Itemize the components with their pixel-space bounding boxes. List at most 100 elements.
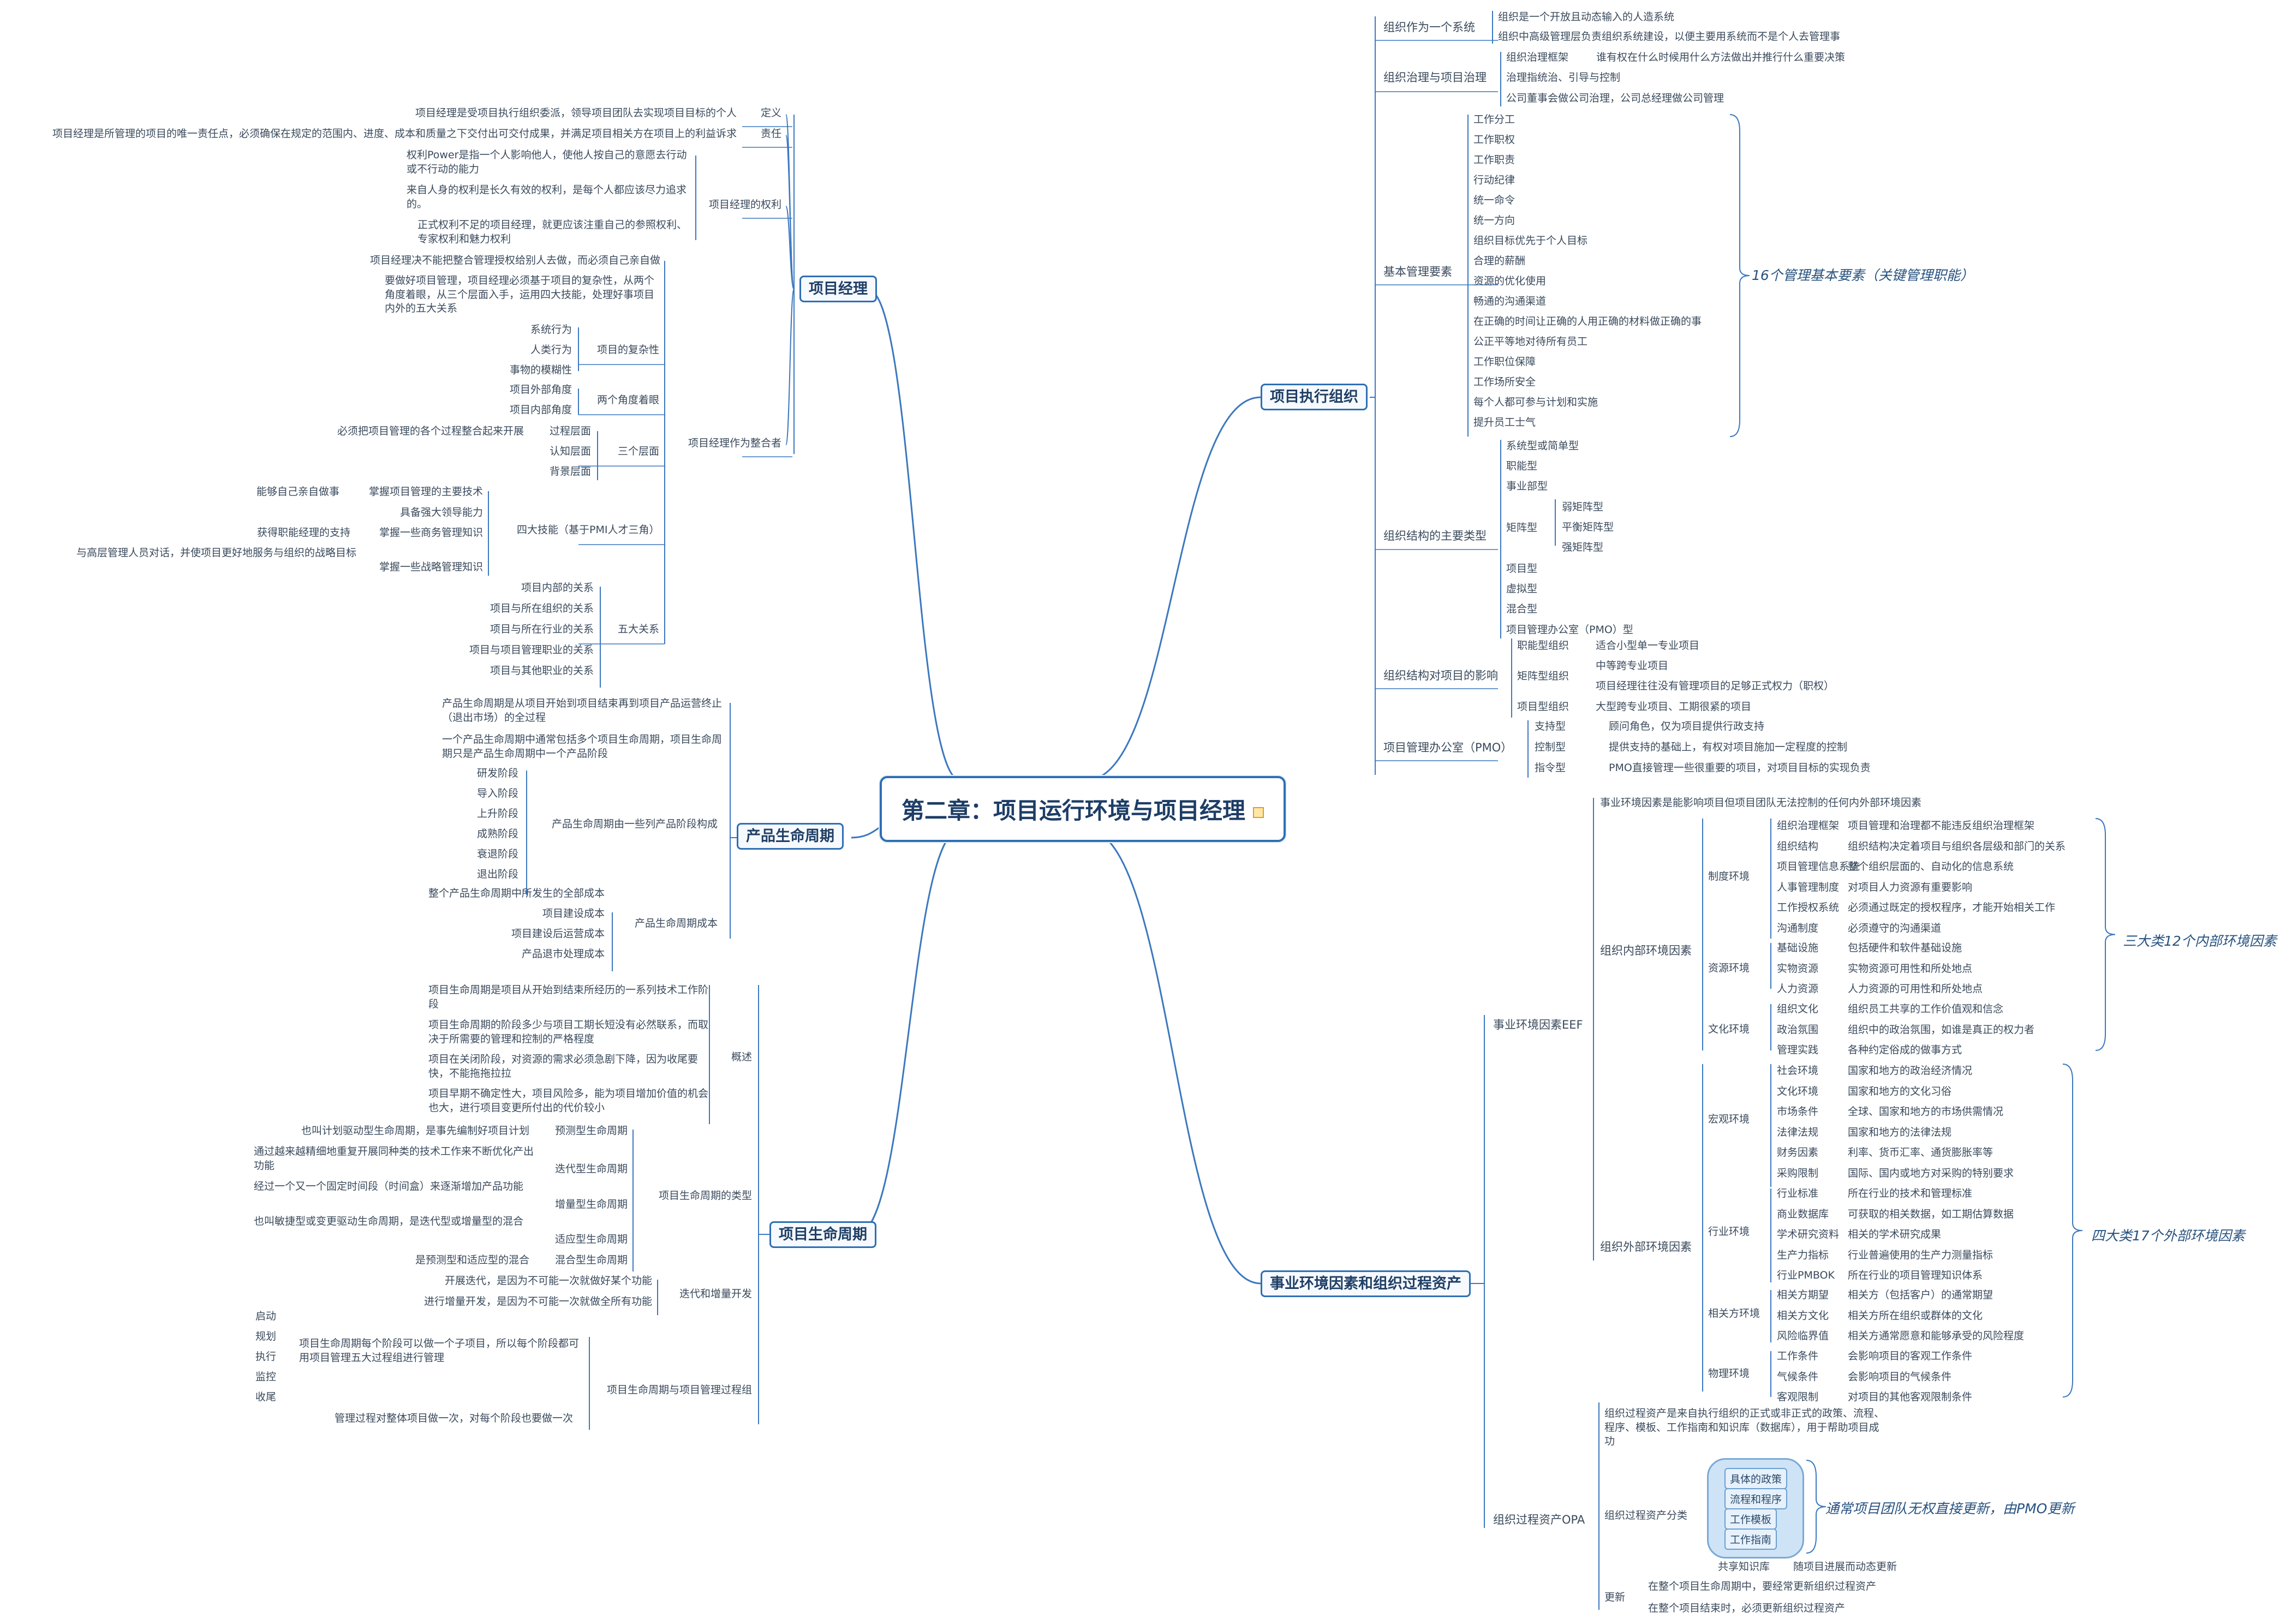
eef-internal[interactable]: 组织内部环境因素 xyxy=(1600,944,1692,957)
pmo-controlling-detail: 提供支持的基础上，有权对项目施加一定程度的控制 xyxy=(1609,741,1848,753)
org-basic-elements[interactable]: 基本管理要素 xyxy=(1383,265,1452,278)
org-system[interactable]: 组织作为一个系统 xyxy=(1383,21,1475,34)
eef-external[interactable]: 组织外部环境因素 xyxy=(1600,1240,1692,1253)
factor-detail: 国际、国内或地方对采购的特别要求 xyxy=(1848,1167,2014,1179)
plc-stage-item: 成熟阶段 xyxy=(477,828,519,840)
basic-element-item: 提升员工士气 xyxy=(1473,416,1536,428)
factor-detail: 实物资源可用性和所处地点 xyxy=(1848,962,1973,975)
opa-category-item: 流程和程序 xyxy=(1724,1488,1788,1509)
prlc-type: 预测型生命周期 xyxy=(555,1125,628,1137)
basic-element-item: 统一命令 xyxy=(1473,194,1515,206)
factor-detail: 对项目人力资源有重要影响 xyxy=(1848,881,1973,893)
org-pmo[interactable]: 项目管理办公室（PMO） xyxy=(1383,741,1513,754)
prlc-overview: 概述 xyxy=(731,1051,753,1063)
factor-label: 生产力指标 xyxy=(1777,1249,1829,1261)
branch-executing-organization[interactable]: 项目执行组织 xyxy=(1261,384,1368,410)
relation-item: 项目与项目管理职业的关系 xyxy=(469,644,594,656)
pm-power[interactable]: 项目经理的权利 xyxy=(709,199,782,211)
opa-category-item: 工作模板 xyxy=(1724,1508,1777,1530)
plc-definition: 一个产品生命周期中通常包括多个项目生命周期，项目生命周期只是产品生命周期中一个产… xyxy=(442,733,723,760)
factor-detail: 相关方通常愿意和能够承受的风险程度 xyxy=(1848,1330,2025,1342)
pm-skill-detail: 能够自己亲自做事 xyxy=(256,486,340,498)
opa-update-item: 在整个项目结束时，必须更新组织过程资产 xyxy=(1648,1602,1846,1614)
opa-definition: 组织过程资产是来自执行组织的正式或非正式的政策、流程、程序、模板、工作指南和知识… xyxy=(1604,1407,1885,1448)
note-12-internal-factors: 三大类12个内部环境因素 xyxy=(2123,933,2277,949)
factor-detail: 利率、货币汇率、通货膨胀率等 xyxy=(1848,1147,1993,1159)
factor-label: 相关方期望 xyxy=(1777,1289,1829,1301)
prlc-type-detail: 也叫计划驱动型生命周期，是事先编制好项目计划 xyxy=(301,1125,530,1137)
matrix-type-item: 强矩阵型 xyxy=(1562,541,1604,553)
plc-cost-item: 项目建设成本 xyxy=(542,907,605,920)
prlc-overview-item: 项目生命周期的阶段多少与项目工期长短没有必然联系，而取决于所需要的管理和控制的严… xyxy=(428,1019,709,1045)
prlc-type-detail: 经过一个又一个固定时间段（时间盒）来逐渐增加产品功能 xyxy=(254,1180,524,1192)
prlc-overview-item: 项目早期不确定性大，项目风险多，能为项目增加价值的机会也大，进行项目变更所付出的… xyxy=(428,1088,709,1114)
factor-detail: 对项目的其他客观限制条件 xyxy=(1848,1391,1973,1403)
summary-brace xyxy=(2095,818,2116,1051)
plc-stage-item: 衰退阶段 xyxy=(477,848,519,860)
structure-type-item: 项目管理办公室（PMO）型 xyxy=(1506,624,1633,636)
pmo-directive: 指令型 xyxy=(1535,762,1566,774)
eef-industry: 行业环境 xyxy=(1708,1226,1750,1238)
basic-element-item: 资源的优化使用 xyxy=(1473,275,1547,287)
pmo-supportive-detail: 顾问角色，仅为项目提供行政支持 xyxy=(1609,720,1765,732)
factor-detail: 组织结构决定着项目与组织各层级和部门的关系 xyxy=(1848,840,2066,852)
org-gov-framework-detail: 谁有权在什么时候用什么方法做出并推行什么重要决策 xyxy=(1596,51,1846,63)
factor-detail: 相关方（包括客户）的通常期望 xyxy=(1848,1289,1993,1301)
factor-detail: 国家和地方的文化习俗 xyxy=(1848,1085,1952,1097)
pm-skill-detail: 与高层管理人员对话，并使项目更好地服务与组织的战略目标 xyxy=(76,547,357,559)
branch-product-lifecycle[interactable]: 产品生命周期 xyxy=(737,823,844,850)
pm-level-process-detail: 必须把项目管理的各个过程整合起来开展 xyxy=(337,425,524,437)
pm-three-levels: 三个层面 xyxy=(618,445,660,457)
factor-detail: 项目管理和治理都不能违反组织治理框架 xyxy=(1848,820,2035,832)
org-governance[interactable]: 组织治理与项目治理 xyxy=(1383,71,1487,84)
branch-project-lifecycle[interactable]: 项目生命周期 xyxy=(769,1221,876,1248)
branch-eef-opa[interactable]: 事业环境因素和组织过程资产 xyxy=(1261,1270,1471,1297)
factor-detail: 人力资源的可用性和所处地点 xyxy=(1848,983,1983,995)
impact-projectized: 项目型组织 xyxy=(1517,701,1569,713)
root-connector xyxy=(867,288,961,781)
plc-total-cost: 整个产品生命周期中所发生的全部成本 xyxy=(428,887,605,899)
branch-project-manager[interactable]: 项目经理 xyxy=(799,276,877,302)
relation-item: 项目内部的关系 xyxy=(521,582,594,594)
factor-label: 风险临界值 xyxy=(1777,1330,1829,1342)
prlc-types: 项目生命周期的类型 xyxy=(659,1190,753,1202)
org-gov-item: 公司董事会做公司治理，公司总经理做公司管理 xyxy=(1506,92,1724,104)
root-topic[interactable]: 第二章：项目运行环境与项目经理 xyxy=(880,776,1286,842)
org-gov-item: 治理指统治、引导与控制 xyxy=(1506,71,1621,83)
basic-element-item: 工作分工 xyxy=(1473,114,1515,126)
eef-node[interactable]: 事业环境因素EEF xyxy=(1493,1018,1583,1031)
prlc-type-detail: 是预测型和适应型的混合 xyxy=(415,1254,530,1266)
factor-label: 组织结构 xyxy=(1777,840,1819,852)
org-structure-impact[interactable]: 组织结构对项目的影响 xyxy=(1383,669,1498,682)
structure-type-item: 混合型 xyxy=(1506,603,1538,615)
eef-culture: 文化环境 xyxy=(1708,1023,1750,1035)
relation-item: 项目与所在行业的关系 xyxy=(490,623,594,635)
connector-line xyxy=(785,289,795,445)
eef-stakeholder: 相关方环境 xyxy=(1708,1307,1760,1320)
plc-stages: 产品生命周期由一些列产品阶段构成 xyxy=(552,818,718,830)
pm-power-item: 权利Power是指一个人影响他人，使他人按自己的意愿去行动或不行动的能力 xyxy=(407,149,687,175)
impact-functional-detail: 适合小型单一专业项目 xyxy=(1596,640,1700,652)
pm-skill: 掌握一些战略管理知识 xyxy=(379,561,484,573)
pm-level-context: 背景层面 xyxy=(550,465,592,477)
opa-node[interactable]: 组织过程资产OPA xyxy=(1493,1513,1585,1526)
root-topic-title: 第二章：项目运行环境与项目经理 xyxy=(902,797,1246,824)
org-structure-types[interactable]: 组织结构的主要类型 xyxy=(1383,529,1487,542)
pm-integrator[interactable]: 项目经理作为整合者 xyxy=(688,437,782,449)
factor-detail: 会影响项目的客观工作条件 xyxy=(1848,1350,1973,1362)
factor-detail: 所在行业的项目管理知识体系 xyxy=(1848,1269,1983,1281)
prlc-type-detail: 也叫敏捷型或变更驱动生命周期，是迭代型或增量型的混合 xyxy=(254,1215,524,1227)
basic-element-item: 合理的薪酬 xyxy=(1473,255,1526,267)
pm-responsibility[interactable]: 责任 xyxy=(761,128,782,140)
factor-label: 管理实践 xyxy=(1777,1044,1819,1056)
pm-definition[interactable]: 定义 xyxy=(761,107,782,119)
root-connector xyxy=(1085,396,1261,781)
prlc-pg-item: 项目生命周期每个阶段可以做一个子项目，所以每个阶段都可用项目管理五大过程组进行管… xyxy=(299,1338,580,1364)
factor-label: 工作授权系统 xyxy=(1777,901,1840,913)
structure-type-item: 系统型或简单型 xyxy=(1506,440,1579,452)
structure-type-item: 职能型 xyxy=(1506,460,1538,472)
factor-label: 政治氛围 xyxy=(1777,1023,1819,1036)
factor-label: 法律法规 xyxy=(1777,1126,1819,1138)
